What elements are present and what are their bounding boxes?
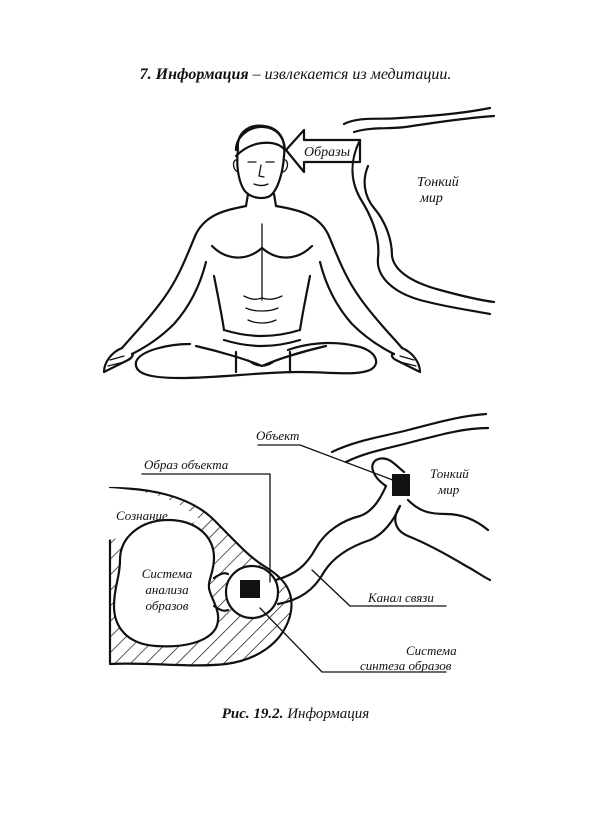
synthesis-label-2: синтеза образов — [360, 658, 452, 673]
synthesis-label-1: Система — [406, 643, 457, 658]
heading-term: Информация — [155, 66, 249, 83]
subtle-world-label-top-2: мир — [419, 191, 443, 206]
subtle-world-boundary-bottom — [330, 412, 492, 582]
caption-title: Информация — [287, 706, 370, 722]
subtle-world-label-bottom-2: мир — [437, 482, 460, 497]
subtle-world-boundary-top — [342, 106, 496, 316]
leader-lines — [141, 444, 447, 673]
heading-rest: – извлекается из медитации. — [252, 66, 452, 83]
object-image-label: Образ объекта — [144, 457, 229, 472]
object-label: Объект — [256, 428, 299, 443]
heading-number: 7. — [139, 66, 152, 83]
consciousness-region — [108, 486, 293, 667]
figure-caption: Рис. 19.2. Информация — [0, 706, 591, 723]
meditating-figure — [102, 124, 422, 380]
analysis-label-3: образов — [146, 598, 189, 613]
page-heading: 7. Информация – извлекается из медитации… — [0, 66, 591, 84]
subtle-world-label-top-1: Тонкий — [417, 175, 459, 190]
consciousness-label: Сознание — [116, 508, 168, 523]
channel-label: Канал связи — [367, 590, 434, 605]
object-marker — [392, 474, 410, 496]
subtle-world-label-bottom-1: Тонкий — [430, 466, 469, 481]
communication-channel — [274, 484, 402, 606]
images-arrow-label: Образы — [304, 145, 350, 160]
images-arrow — [284, 128, 362, 174]
analysis-label-2: анализа — [145, 582, 189, 597]
caption-label: Рис. 19.2. — [221, 706, 284, 722]
analysis-label-1: Система — [142, 566, 193, 581]
